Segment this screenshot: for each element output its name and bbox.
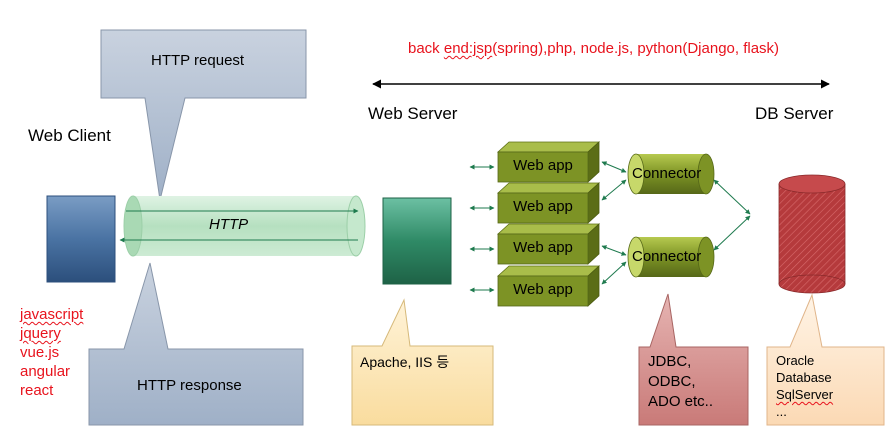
web-app-box <box>496 182 601 224</box>
db-product-item: Oracle <box>776 353 815 368</box>
web-server-label: Web Server <box>368 104 458 123</box>
http-request-callout <box>100 29 307 201</box>
db-product-item: Database <box>776 370 832 385</box>
db-access-list: JDBC, ODBC, ADO etc.. <box>648 352 713 412</box>
db-access-item: ADO etc.. <box>648 393 714 410</box>
http-response-label: HTTP response <box>137 377 242 394</box>
server-callout <box>351 298 494 426</box>
client-tech-item: react <box>20 382 54 399</box>
web-app-box <box>496 265 601 307</box>
http-response-callout <box>88 262 304 426</box>
backend-tech-note: back end:jsp(spring),php, node.js, pytho… <box>408 40 779 57</box>
server-webapp-arrows <box>469 164 495 293</box>
backend-suffix: (spring),php, node.js, python(Django, fl… <box>492 40 780 57</box>
client-tech-item: vue.js <box>20 344 60 361</box>
db-server-label: DB Server <box>755 104 834 123</box>
client-tech-item: javascript <box>20 306 84 323</box>
http-pipe-label: HTTP <box>209 216 249 233</box>
connector-label: Connector <box>632 248 702 265</box>
client-tech-item: jquery <box>20 325 61 342</box>
web-client-box <box>46 195 116 283</box>
web-app-label: Web app <box>513 239 573 256</box>
server-callout-label: Apache, IIS 등 <box>360 354 450 370</box>
http-pipe <box>123 195 366 257</box>
db-access-item: JDBC, <box>648 353 692 370</box>
db-product-item: ... <box>776 404 787 419</box>
connector-cylinder-top <box>627 153 715 195</box>
client-tech-list: javascript jquery vue.js angular react <box>20 305 83 400</box>
db-list-callout <box>766 293 885 426</box>
web-client-label: Web Client <box>28 126 111 145</box>
backend-underlined: end:jsp <box>443 40 493 57</box>
web-app-label: Web app <box>513 157 573 174</box>
web-app-box <box>496 141 601 183</box>
connector-cylinder-bottom <box>627 236 715 278</box>
web-app-boxes <box>496 141 601 307</box>
web-server-box <box>382 197 452 285</box>
http-request-label: HTTP request <box>151 52 245 69</box>
web-app-label: Web app <box>513 281 573 298</box>
web-app-box <box>496 223 601 265</box>
webapp-connector-arrows <box>601 161 627 285</box>
db-access-item: ODBC, <box>648 373 696 390</box>
client-tech-item: angular <box>20 363 71 380</box>
connector-db-arrows <box>713 179 751 251</box>
backend-prefix: back <box>408 40 444 57</box>
db-cylinder <box>778 174 846 294</box>
connector-label: Connector <box>632 165 702 182</box>
db-product-list: Oracle Database SqlServer ... <box>776 352 833 420</box>
db-access-callout <box>638 293 749 426</box>
web-app-label: Web app <box>513 198 573 215</box>
db-product-item: SqlServer <box>776 387 834 402</box>
